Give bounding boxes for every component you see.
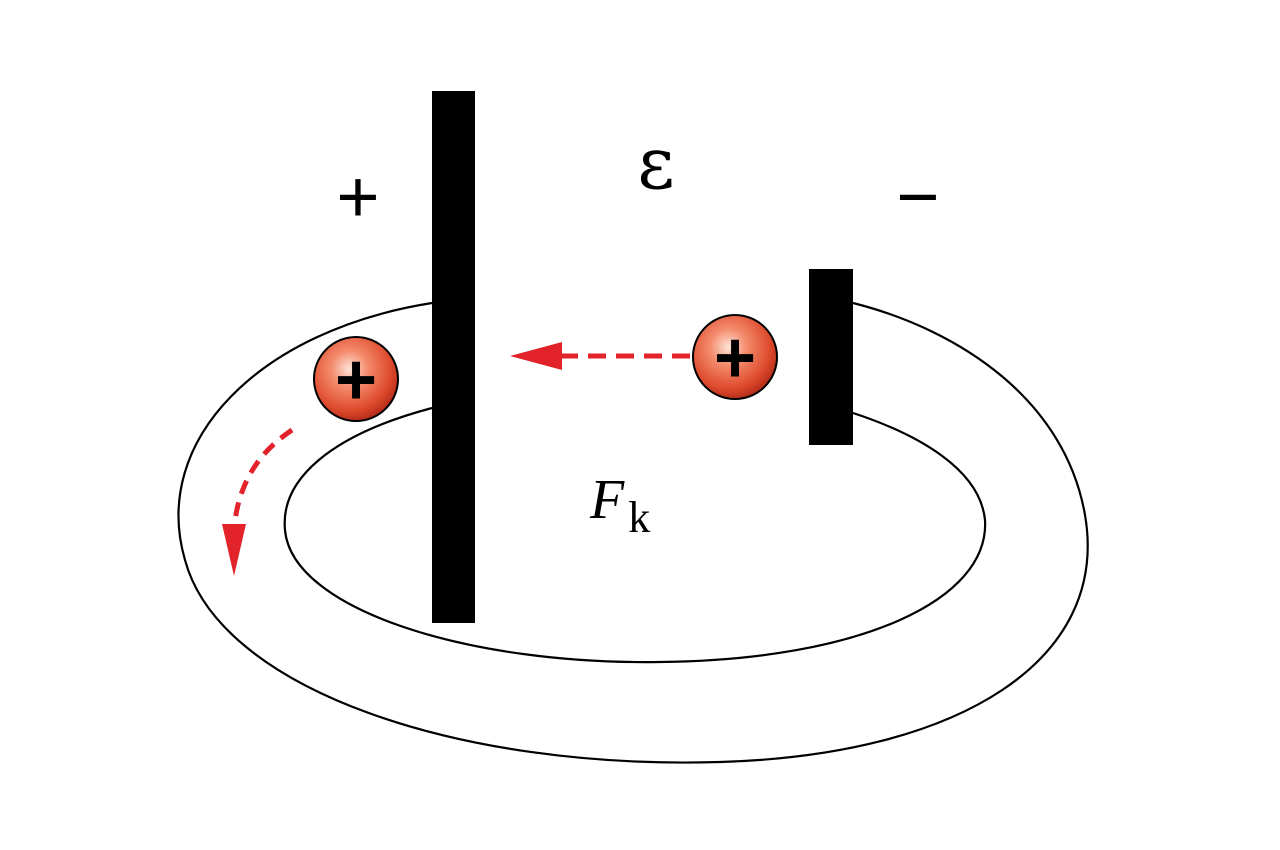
charge-in-wire: + — [313, 336, 399, 422]
charge-sign: + — [335, 340, 377, 420]
negative-terminal-label: − — [896, 155, 939, 238]
emf-symbol: ε — [637, 121, 674, 205]
positive-plate — [432, 91, 475, 623]
charge-near-negative-plate: + — [692, 314, 778, 400]
internal-motion-arrow — [510, 342, 690, 370]
dashed-curve — [231, 427, 294, 531]
arrow-head-down — [222, 524, 246, 576]
positive-terminal-label: + — [336, 155, 379, 238]
force-subscript: k — [628, 493, 650, 542]
charge-sign: + — [714, 318, 756, 398]
negative-plate — [809, 269, 853, 445]
arrow-head-left — [510, 342, 562, 370]
outer-ring-outline — [177, 301, 1089, 764]
external-motion-arrow — [222, 427, 294, 576]
force-label: Fk — [589, 469, 650, 542]
force-symbol: F — [589, 469, 625, 531]
inner-ring-outline — [283, 406, 987, 664]
wire-loop — [177, 301, 1089, 764]
